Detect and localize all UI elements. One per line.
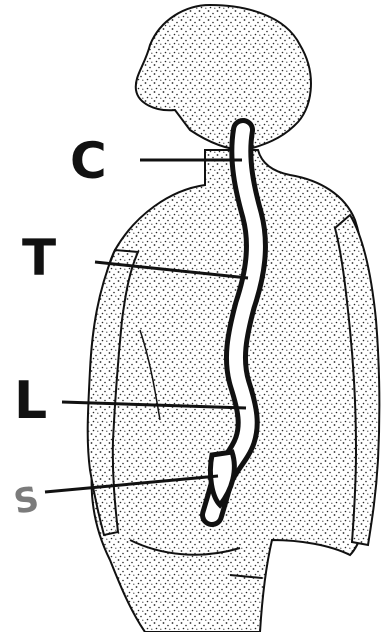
label-sacral: S	[11, 479, 42, 523]
label-lumbar: L	[14, 371, 47, 431]
label-thoracic: T	[22, 229, 56, 287]
label-cervical: C	[70, 132, 107, 190]
figure-head	[136, 5, 311, 150]
